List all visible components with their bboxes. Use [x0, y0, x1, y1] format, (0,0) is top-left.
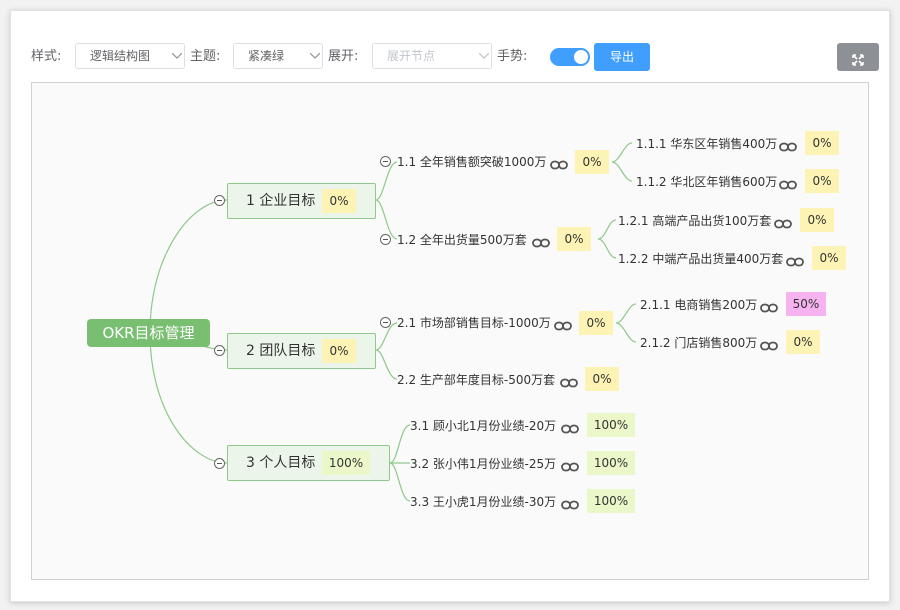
- progress-badge: 100%: [322, 451, 370, 475]
- progress-badge: 0%: [575, 150, 609, 174]
- progress-badge: 0%: [805, 131, 839, 155]
- expand-label: 展开:: [328, 49, 359, 64]
- link-icon[interactable]: [779, 138, 797, 152]
- progress-badge: 100%: [587, 413, 635, 437]
- progress-badge: 0%: [800, 208, 834, 232]
- style-select[interactable]: 逻辑结构图: [75, 43, 185, 69]
- collapse-icon[interactable]: [380, 234, 391, 245]
- link-icon[interactable]: [561, 496, 579, 510]
- link-icon[interactable]: [554, 317, 572, 331]
- progress-badge: 0%: [322, 189, 356, 213]
- link-icon[interactable]: [532, 234, 550, 248]
- expand-select-placeholder: 展开节点: [387, 49, 436, 63]
- node-1-2-1[interactable]: 1.2.1 高端产品出货100万套: [618, 214, 772, 228]
- mindmap-canvas[interactable]: OKR目标管理 1 企业目标 0% 2 团队目标 0% 3 个人目标 100% …: [31, 82, 869, 580]
- collapse-icon[interactable]: [214, 195, 225, 206]
- progress-badge: 0%: [557, 227, 591, 251]
- link-icon[interactable]: [779, 176, 797, 190]
- progress-badge: 0%: [579, 311, 613, 335]
- progress-badge: 100%: [587, 489, 635, 513]
- progress-badge: 100%: [587, 451, 635, 475]
- node-label: 3 个人目标: [246, 455, 316, 471]
- link-icon[interactable]: [786, 253, 804, 267]
- export-button[interactable]: 导出: [594, 43, 650, 71]
- gesture-toggle[interactable]: [550, 48, 590, 66]
- node-1-1-2[interactable]: 1.1.2 华北区年销售600万: [636, 175, 778, 189]
- collapse-icon[interactable]: [214, 458, 225, 469]
- link-icon[interactable]: [560, 374, 578, 388]
- style-select-value: 逻辑结构图: [90, 49, 151, 63]
- link-icon[interactable]: [760, 337, 778, 351]
- node-1-2[interactable]: 1.2 全年出货量500万套: [397, 233, 527, 247]
- node-2-1-2[interactable]: 2.1.2 门店销售800万: [640, 336, 758, 350]
- link-icon[interactable]: [760, 299, 778, 313]
- node-1-1-1[interactable]: 1.1.1 华东区年销售400万: [636, 137, 778, 151]
- progress-badge: 0%: [585, 367, 619, 391]
- node-enterprise-goal[interactable]: 1 企业目标 0%: [227, 183, 376, 219]
- node-1-1[interactable]: 1.1 全年销售额突破1000万: [397, 155, 547, 169]
- link-icon[interactable]: [561, 458, 579, 472]
- node-2-1-1[interactable]: 2.1.1 电商销售200万: [640, 298, 758, 312]
- root-node[interactable]: OKR目标管理: [87, 319, 210, 347]
- fullscreen-button[interactable]: [837, 43, 879, 71]
- node-3-1[interactable]: 3.1 顾小北1月份业绩-20万: [410, 419, 557, 433]
- expand-select[interactable]: 展开节点: [372, 43, 492, 69]
- toggle-knob: [574, 50, 588, 64]
- node-label: 2 团队目标: [246, 343, 316, 359]
- node-1-2-2[interactable]: 1.2.2 中端产品出货量400万套: [618, 252, 784, 266]
- mindmap-panel: 样式: 逻辑结构图 主题: 紧凑绿 展开: 展开节点 手势: 导出: [10, 10, 890, 602]
- node-3-2[interactable]: 3.2 张小伟1月份业绩-25万: [410, 457, 557, 471]
- toolbar: 样式: 逻辑结构图 主题: 紧凑绿 展开: 展开节点 手势: 导出: [31, 43, 879, 71]
- node-2-1[interactable]: 2.1 市场部销售目标-1000万: [397, 316, 551, 330]
- node-label: 1 企业目标: [246, 193, 316, 209]
- node-personal-goal[interactable]: 3 个人目标 100%: [227, 445, 390, 481]
- link-icon[interactable]: [561, 420, 579, 434]
- progress-badge: 0%: [812, 246, 846, 270]
- gesture-label: 手势:: [497, 49, 528, 64]
- progress-badge: 50%: [786, 292, 826, 316]
- expand-icon: [852, 51, 864, 70]
- collapse-icon[interactable]: [214, 345, 225, 356]
- theme-label: 主题:: [190, 49, 221, 64]
- theme-select-value: 紧凑绿: [248, 49, 285, 63]
- collapse-icon[interactable]: [380, 156, 391, 167]
- link-icon[interactable]: [550, 156, 568, 170]
- theme-select[interactable]: 紧凑绿: [233, 43, 323, 69]
- collapse-icon[interactable]: [380, 317, 391, 328]
- progress-badge: 0%: [322, 339, 356, 363]
- node-2-2[interactable]: 2.2 生产部年度目标-500万套: [397, 373, 556, 387]
- node-3-3[interactable]: 3.3 王小虎1月份业绩-30万: [410, 495, 557, 509]
- link-icon[interactable]: [774, 215, 792, 229]
- node-team-goal[interactable]: 2 团队目标 0%: [227, 333, 376, 369]
- style-label: 样式:: [31, 49, 62, 64]
- progress-badge: 0%: [786, 330, 820, 354]
- progress-badge: 0%: [805, 169, 839, 193]
